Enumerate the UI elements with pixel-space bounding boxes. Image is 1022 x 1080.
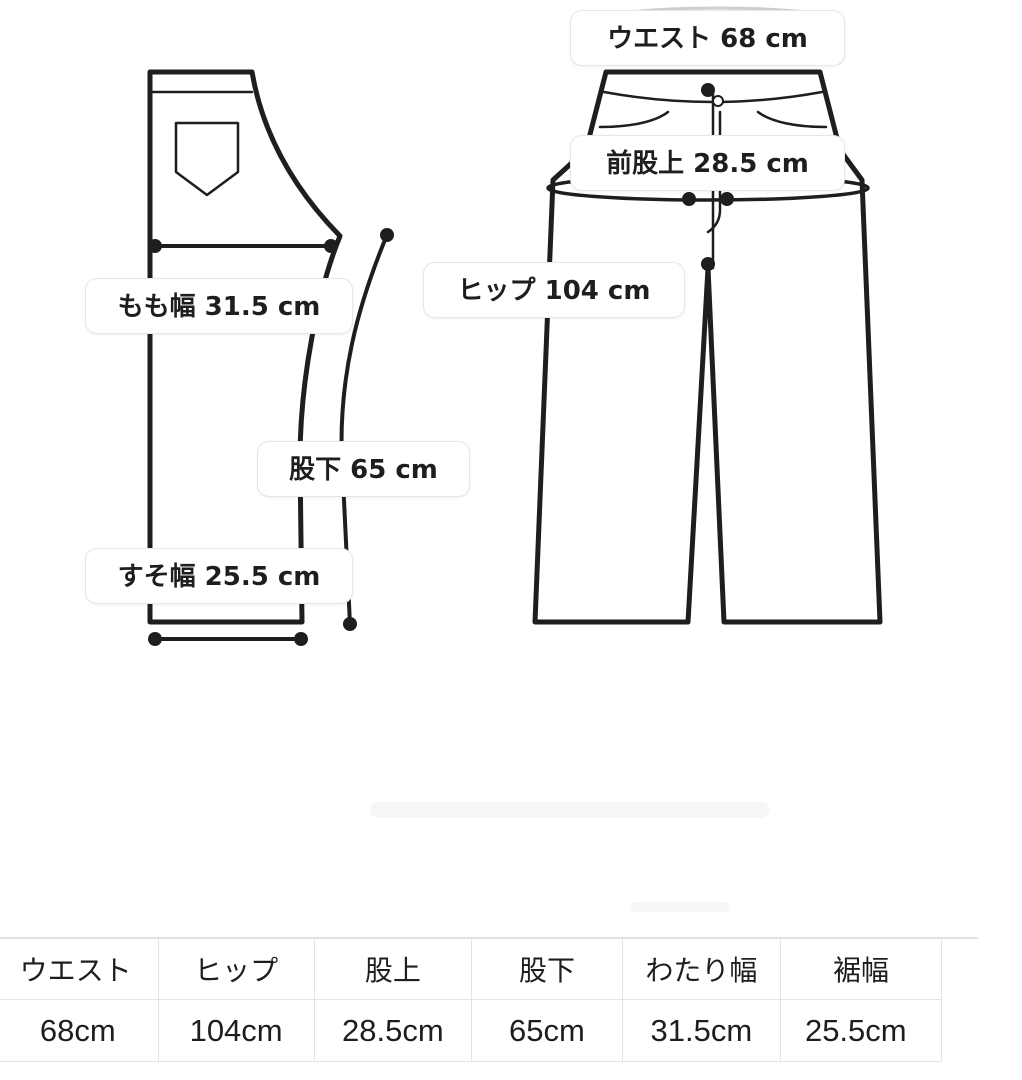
- value-hip: 104cm: [157, 999, 315, 1062]
- header-hem-width: 裾幅: [779, 937, 943, 1000]
- inseam-bottom-dot: [343, 617, 357, 631]
- front-right-pocket: [756, 110, 828, 129]
- side-view-outline: [147, 69, 343, 625]
- header-rise: 股上: [313, 937, 473, 1000]
- front-button: [712, 95, 724, 107]
- value-rise: 28.5cm: [313, 999, 473, 1062]
- size-table-value-row: 68cm 104cm 28.5cm 65cm 31.5cm 25.5cm: [0, 999, 943, 1062]
- hem-right-dot: [294, 632, 308, 646]
- rise-left-dot: [682, 192, 696, 206]
- faint-watermark: [370, 790, 770, 830]
- value-waist: 68cm: [0, 999, 159, 1062]
- faint-watermark-line: [630, 902, 730, 912]
- value-inseam: 65cm: [471, 999, 623, 1062]
- crotch-dot: [701, 257, 715, 271]
- inseam-top-dot: [380, 228, 394, 242]
- rise-top-dot: [701, 83, 715, 97]
- header-waist: ウエスト: [0, 937, 159, 1000]
- header-inseam: 股下: [471, 937, 623, 1000]
- front-left-pocket: [598, 110, 670, 129]
- thigh-right-dot: [324, 239, 338, 253]
- value-thigh-width: 31.5cm: [621, 999, 781, 1062]
- waist-label: ウエスト 68 cm: [570, 10, 845, 66]
- header-thigh-width: わたり幅: [621, 937, 781, 1000]
- rise-label: 前股上 28.5 cm: [570, 135, 845, 191]
- hip-label: ヒップ 104 cm: [423, 262, 685, 318]
- header-hip: ヒップ: [157, 937, 315, 1000]
- thigh-label: もも幅 31.5 cm: [85, 278, 353, 334]
- thigh-left-dot: [148, 239, 162, 253]
- hem-label: すそ幅 25.5 cm: [85, 548, 353, 604]
- value-hem-width: 25.5cm: [779, 999, 943, 1062]
- size-table: ウエスト ヒップ 股上 股下 わたり幅 裾幅 68cm 104cm 28.5cm…: [0, 937, 978, 1063]
- rise-right-dot: [720, 192, 734, 206]
- hem-left-dot: [148, 632, 162, 646]
- fly-stitch: [706, 110, 722, 234]
- back-pocket: [174, 121, 240, 197]
- size-table-header-row: ウエスト ヒップ 股上 股下 わたり幅 裾幅: [0, 937, 943, 1000]
- inseam-label: 股下 65 cm: [257, 441, 470, 497]
